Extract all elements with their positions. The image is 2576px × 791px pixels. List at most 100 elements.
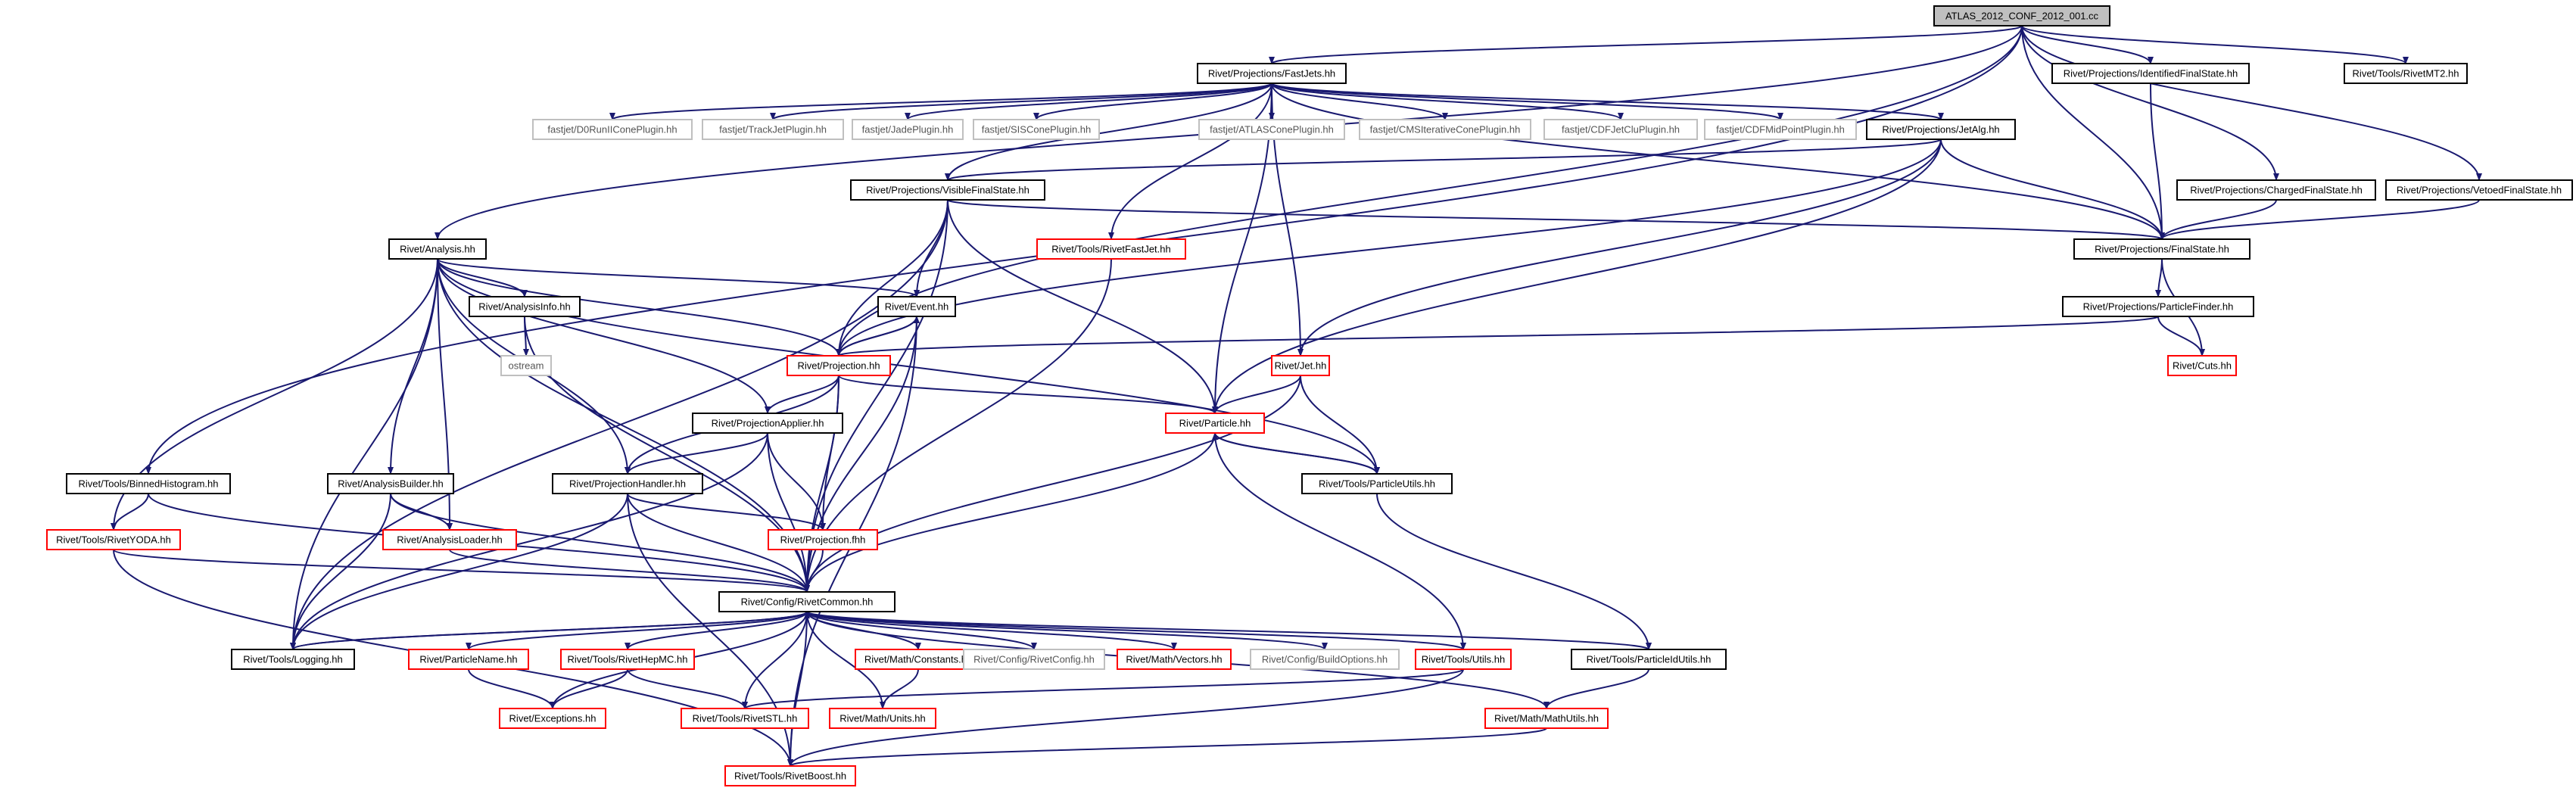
node-siscone: fastjet/SISConePlugin.hh — [973, 119, 1100, 140]
node-chargedfs[interactable]: Rivet/Projections/ChargedFinalState.hh — [2176, 179, 2376, 201]
node-projection[interactable]: Rivet/Projection.hh — [787, 355, 891, 376]
node-particle[interactable]: Rivet/Particle.hh — [1165, 413, 1265, 434]
node-label-buildoptions: Rivet/Config/BuildOptions.hh — [1262, 653, 1388, 665]
node-vetoedfs[interactable]: Rivet/Projections/VetoedFinalState.hh — [2385, 179, 2573, 201]
edge-fastjets-to-siscone — [1033, 83, 1272, 120]
node-analysis[interactable]: Rivet/Analysis.hh — [388, 238, 487, 260]
node-rivetboost[interactable]: Rivet/Tools/RivetBoost.hh — [724, 765, 856, 786]
node-particleutils[interactable]: Rivet/Tools/ParticleUtils.hh — [1301, 473, 1453, 494]
node-mathconstants[interactable]: Rivet/Math/Constants.hh — [855, 649, 982, 670]
edge-rivetcommon-to-rivetstl — [742, 611, 808, 709]
node-partfinder[interactable]: Rivet/Projections/ParticleFinder.hh — [2062, 296, 2254, 317]
node-label-mathvectors: Rivet/Math/Vectors.hh — [1126, 653, 1222, 665]
node-analysisloader[interactable]: Rivet/AnalysisLoader.hh — [382, 529, 517, 550]
edge-mathconstants-to-mathunits — [880, 668, 919, 709]
edge-root-to-projection — [836, 25, 2023, 357]
node-identfs[interactable]: Rivet/Projections/IdentifiedFinalState.h… — [2051, 63, 2250, 84]
node-rivetcommon[interactable]: Rivet/Config/RivetCommon.hh — [718, 591, 896, 612]
node-root[interactable]: ATLAS_2012_CONF_2012_001.cc — [1933, 5, 2110, 26]
node-binnedhisto[interactable]: Rivet/Tools/BinnedHistogram.hh — [66, 473, 231, 494]
node-box-projection — [787, 355, 891, 376]
edge-particleutils-to-particleidutils — [1376, 493, 1652, 650]
node-cdfjetclu: fastjet/CDFJetCluPlugin.hh — [1543, 119, 1698, 140]
node-box-event — [877, 296, 956, 317]
edge-projection-to-particle — [838, 375, 1218, 414]
node-d0: fastjet/D0RunIIConePlugin.hh — [532, 119, 693, 140]
node-label-rivetmt2: Rivet/Tools/RivetMT2.hh — [2353, 67, 2459, 79]
node-cuts[interactable]: Rivet/Cuts.hh — [2167, 355, 2237, 376]
node-visiblefs[interactable]: Rivet/Projections/VisibleFinalState.hh — [850, 179, 1045, 201]
node-label-jade: fastjet/JadePlugin.hh — [862, 123, 954, 135]
node-box-jade — [852, 119, 964, 140]
edge-rivethepmc-to-exceptions — [550, 668, 628, 709]
node-exceptions[interactable]: Rivet/Exceptions.hh — [499, 708, 606, 729]
edge-rivetcommon-to-mathvectors — [806, 611, 1177, 650]
node-label-cuts: Rivet/Cuts.hh — [2173, 360, 2232, 371]
edge-projection-to-projapplier — [765, 375, 839, 414]
node-toolsutils[interactable]: Rivet/Tools/Utils.hh — [1415, 649, 1512, 670]
node-label-cmsiter: fastjet/CMSIterativeConePlugin.hh — [1370, 123, 1521, 135]
node-particlename[interactable]: Rivet/ParticleName.hh — [408, 649, 529, 670]
edge-particle-to-rivetcommon — [804, 432, 1216, 593]
edge-projection-to-event — [838, 316, 920, 357]
node-mathutils[interactable]: Rivet/Math/MathUtils.hh — [1484, 708, 1609, 729]
node-box-jet — [1271, 355, 1330, 376]
edge-particleidutils-to-mathutils — [1543, 668, 1649, 709]
node-projhandler[interactable]: Rivet/ProjectionHandler.hh — [552, 473, 703, 494]
edge-rivetcommon-to-rivethepmc — [625, 611, 808, 650]
node-box-mathunits — [829, 708, 936, 729]
edge-jetalg-to-projection — [836, 139, 1942, 357]
node-analysisinfo[interactable]: Rivet/AnalysisInfo.hh — [469, 296, 581, 317]
edge-analysis-to-projection — [437, 258, 842, 357]
edge-toolsutils-to-rivetboost — [787, 668, 1464, 767]
node-rivetfastjet[interactable]: Rivet/Tools/RivetFastJet.hh — [1036, 238, 1186, 260]
edge-rivetcommon-to-particlename — [466, 611, 808, 650]
edge-jet-to-particleutils — [1300, 375, 1380, 475]
edge-fastjets-to-jade — [905, 83, 1272, 120]
node-box-analysisloader — [382, 529, 517, 550]
node-box-siscone — [973, 119, 1100, 140]
node-projapplier[interactable]: Rivet/ProjectionApplier.hh — [692, 413, 843, 434]
node-label-jet: Rivet/Jet.hh — [1275, 360, 1327, 371]
node-fastjets[interactable]: Rivet/Projections/FastJets.hh — [1197, 63, 1347, 84]
edge-root-to-chargedfs — [2021, 25, 2279, 181]
edge-fastjets-to-visiblefs — [945, 83, 1272, 181]
node-box-buildoptions — [1250, 649, 1400, 670]
node-label-rivethepmc: Rivet/Tools/RivetHepMC.hh — [568, 653, 688, 665]
node-rivetstl[interactable]: Rivet/Tools/RivetSTL.hh — [681, 708, 809, 729]
node-logging[interactable]: Rivet/Tools/Logging.hh — [231, 649, 355, 670]
node-box-rivetcommon — [718, 591, 896, 612]
edge-partfinder-to-projection — [836, 316, 2159, 357]
node-box-visiblefs — [850, 179, 1045, 201]
edge-root-to-rivetmt2 — [2021, 25, 2409, 64]
node-label-projhandler: Rivet/ProjectionHandler.hh — [569, 478, 686, 489]
node-rivetmt2[interactable]: Rivet/Tools/RivetMT2.hh — [2344, 63, 2468, 84]
node-box-partfinder — [2062, 296, 2254, 317]
node-jade: fastjet/JadePlugin.hh — [852, 119, 964, 140]
node-jetalg[interactable]: Rivet/Projections/JetAlg.hh — [1866, 119, 2016, 140]
node-mathunits[interactable]: Rivet/Math/Units.hh — [829, 708, 936, 729]
node-projectionfhh[interactable]: Rivet/Projection.fhh — [768, 529, 878, 550]
node-mathvectors[interactable]: Rivet/Math/Vectors.hh — [1117, 649, 1232, 670]
node-label-particle: Rivet/Particle.hh — [1179, 417, 1251, 428]
node-box-ostream — [500, 355, 552, 376]
node-label-rivetstl: Rivet/Tools/RivetSTL.hh — [693, 712, 798, 724]
node-event[interactable]: Rivet/Event.hh — [877, 296, 956, 317]
edge-analysisloader-to-rivetcommon — [449, 549, 810, 593]
node-label-identfs: Rivet/Projections/IdentifiedFinalState.h… — [2064, 67, 2238, 79]
edge-vetoedfs-to-finalstate — [2159, 199, 2480, 240]
node-box-binnedhisto — [66, 473, 231, 494]
node-analysisbuilder[interactable]: Rivet/AnalysisBuilder.hh — [327, 473, 454, 494]
node-rivetyoda[interactable]: Rivet/Tools/RivetYODA.hh — [46, 529, 181, 550]
node-finalstate[interactable]: Rivet/Projections/FinalState.hh — [2073, 238, 2250, 260]
edge-analysisbuilder-to-rivetcommon — [390, 493, 810, 593]
node-rivethepmc[interactable]: Rivet/Tools/RivetHepMC.hh — [560, 649, 695, 670]
node-particleidutils[interactable]: Rivet/Tools/ParticleIdUtils.hh — [1571, 649, 1727, 670]
node-box-trackjet — [702, 119, 844, 140]
node-jet[interactable]: Rivet/Jet.hh — [1271, 355, 1330, 376]
edge-projapplier-to-logging — [290, 432, 768, 650]
edge-analysis-to-projapplier — [437, 258, 771, 414]
node-label-analysisloader: Rivet/AnalysisLoader.hh — [397, 534, 502, 545]
node-box-mathvectors — [1117, 649, 1232, 670]
